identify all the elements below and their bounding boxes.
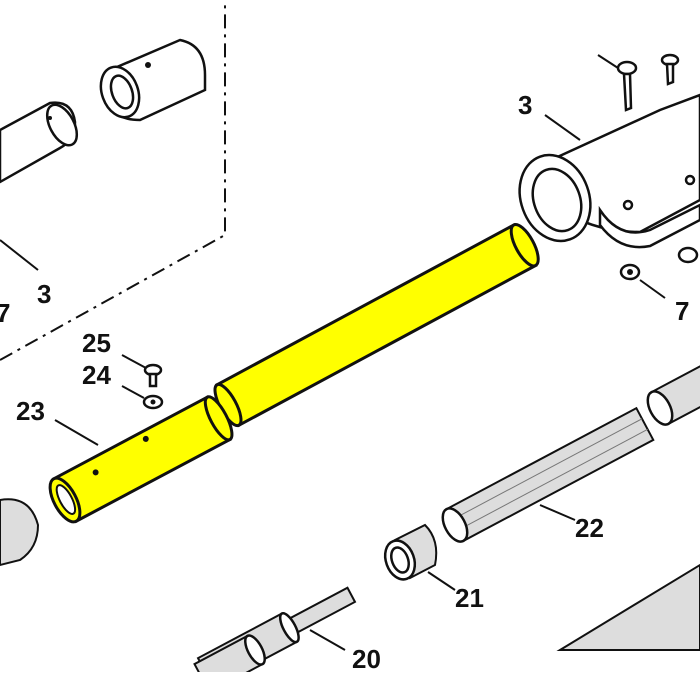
tube-fragment-left [0, 498, 40, 567]
label-tube-short: 23 [16, 396, 45, 426]
housing-part-3 [518, 93, 700, 249]
nut-right [619, 246, 699, 281]
inset-border [0, 0, 226, 361]
bushing-21 [383, 523, 438, 581]
washer-24 [142, 394, 164, 410]
inset-tube-left [0, 101, 79, 184]
highlighted-tube-main [213, 222, 540, 428]
label-housing-left: 3 [37, 279, 51, 309]
grip-fragment [556, 563, 700, 651]
label-washer: 24 [82, 360, 111, 390]
leader-lines [0, 54, 666, 651]
bottom-whitespace [0, 672, 700, 700]
inset-coupler [99, 38, 207, 122]
label-housing-top: 3 [518, 90, 532, 120]
screw-25 [143, 363, 163, 388]
drive-shaft-22 [441, 406, 655, 543]
screw-top [616, 53, 680, 112]
tube-fragment-right [646, 353, 700, 426]
label-screw: 25 [82, 328, 111, 358]
highlighted-tube-23 [48, 395, 234, 524]
label-nut-right: 7 [675, 296, 689, 326]
label-nut-left: 7 [0, 298, 10, 328]
label-shaft-end: 20 [352, 644, 381, 674]
label-drive-shaft: 22 [575, 513, 604, 543]
label-bushing: 21 [455, 583, 484, 613]
